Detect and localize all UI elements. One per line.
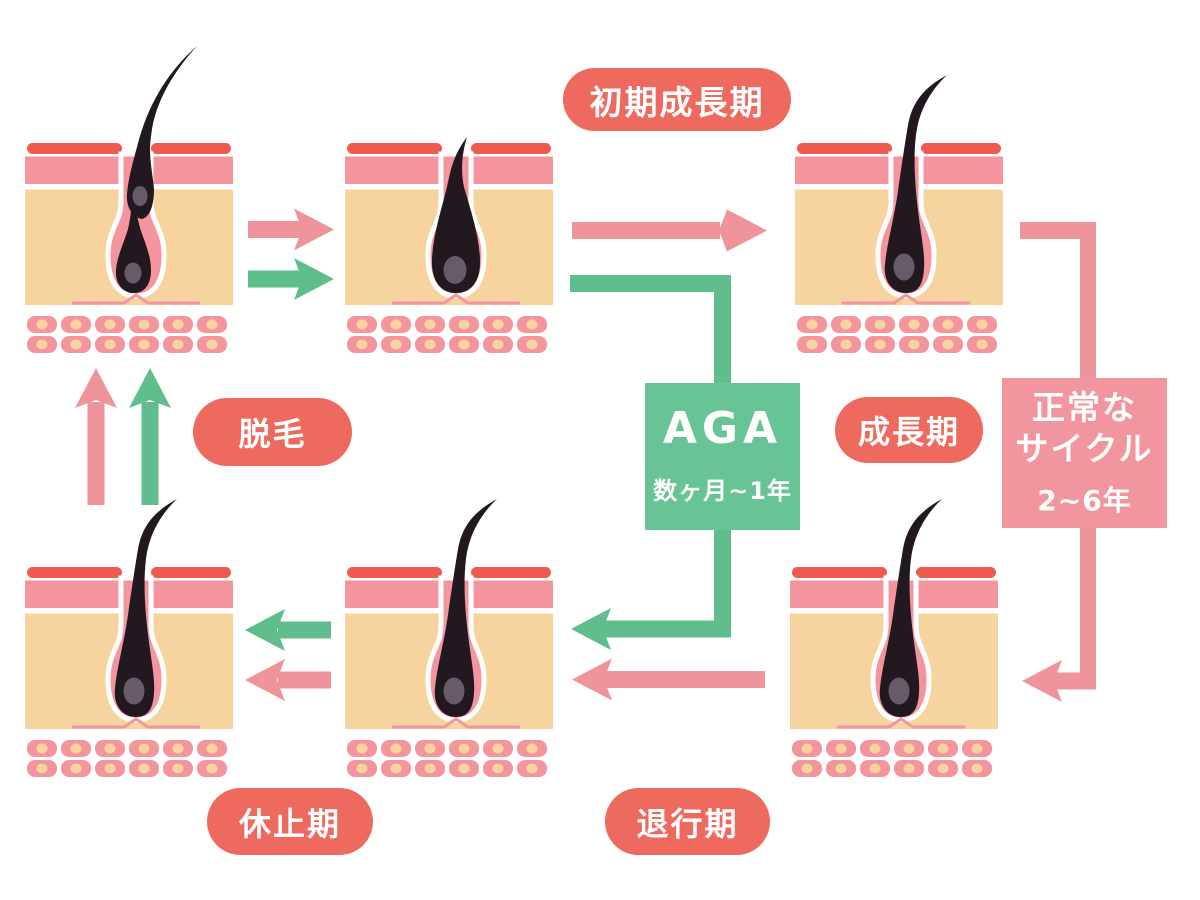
aga-arrowhead-left-icon [571, 608, 611, 650]
aga-path-vertical-top [714, 283, 731, 383]
cycle-path-horizontal-top [1020, 222, 1096, 239]
arrow-right-green-icon [248, 258, 334, 300]
follicle-illustration-early-growth [345, 137, 553, 353]
aga-path-vertical-bottom [714, 530, 731, 637]
label-early-growth-phase: 初期成長期 [563, 68, 791, 131]
follicle-illustration-growth [795, 75, 1003, 353]
label-resting-phase: 休止期 [207, 788, 373, 855]
normal-cycle-title-line1: 正常な [1032, 387, 1137, 427]
follicle-illustration-resting [25, 499, 233, 777]
normal-cycle-title-line2: サイクル [1015, 429, 1154, 468]
aga-duration: 数ヶ月~1年 [653, 477, 792, 505]
arrow-right-pink-icon [248, 208, 334, 251]
aga-path-horizontal-top [570, 275, 731, 292]
aga-path-horizontal-bottom [602, 620, 731, 638]
aga-title: AGA [662, 403, 783, 454]
normal-cycle-box: 正常な サイクル 2~6年 [1002, 378, 1167, 528]
aga-box: AGA 数ヶ月~1年 [645, 383, 800, 530]
normal-cycle-path-pink [1020, 222, 1096, 702]
cycle-path-horizontal-bottom [1052, 672, 1096, 690]
cycle-path-vertical-top [1080, 222, 1096, 378]
follicle-illustration-shedding [25, 46, 233, 353]
cycle-arrowhead-left-icon [1022, 660, 1062, 702]
label-regression-phase: 退行期 [605, 788, 770, 855]
arrow-left-green-icon [245, 609, 331, 651]
cycle-path-vertical-bottom [1080, 528, 1096, 689]
arrow-left-pink-icon [245, 659, 331, 701]
arrow-up-green-icon [129, 368, 171, 505]
label-shedding: 脱毛 [193, 398, 352, 466]
arrow-up-pink-icon [75, 368, 117, 505]
normal-cycle-duration: 2~6年 [1037, 484, 1132, 518]
arrow-left-pink-long-icon [572, 658, 765, 701]
label-growth-phase: 成長期 [835, 397, 983, 463]
follicle-illustration-pre-regression [790, 499, 998, 777]
arrow-right-long-pink-icon [572, 209, 767, 252]
follicle-illustration-regression [345, 499, 553, 777]
aga-path-green [570, 275, 731, 650]
